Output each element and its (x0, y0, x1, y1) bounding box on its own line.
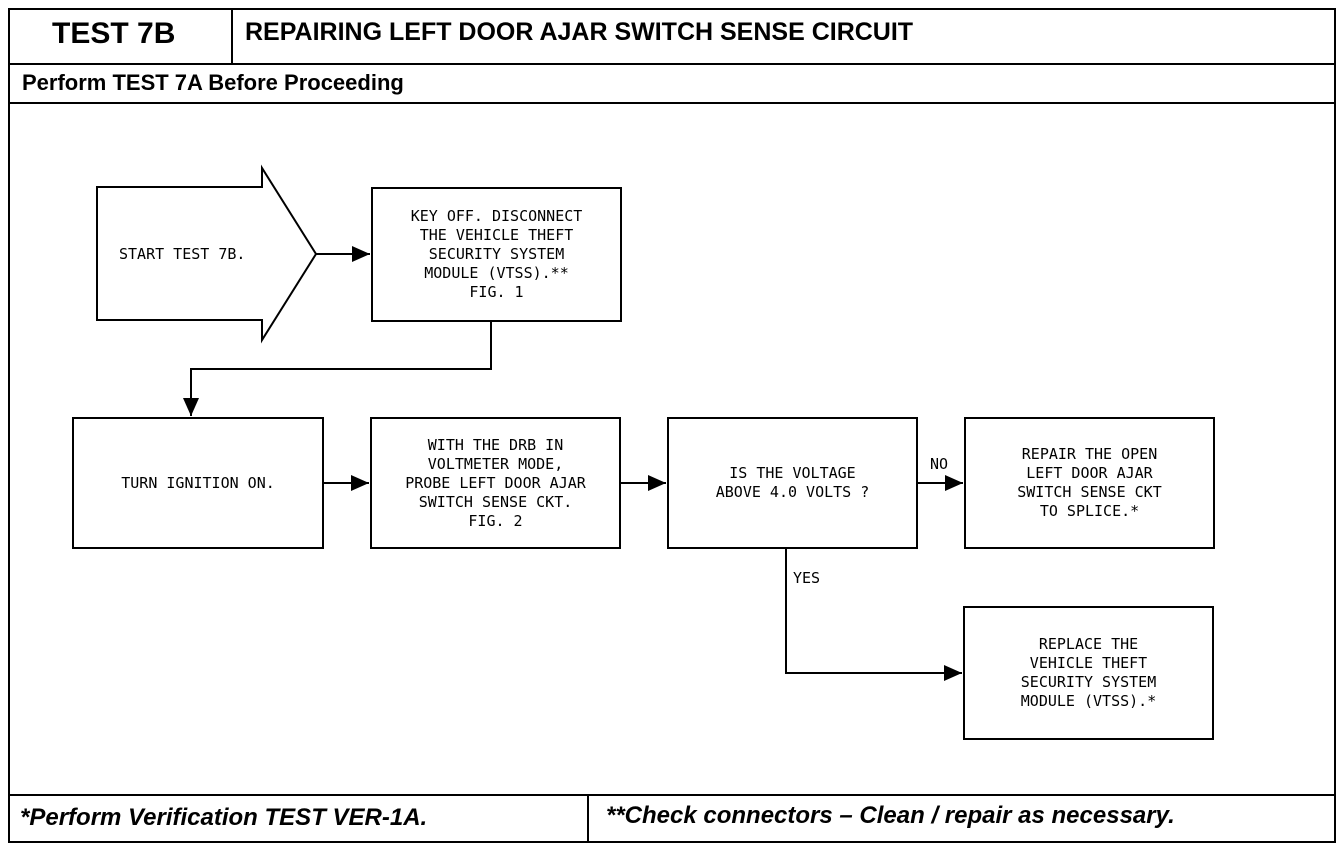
footer-top-line (8, 794, 1336, 796)
yes-branch-label: YES (793, 569, 821, 587)
header-divider (8, 63, 1336, 65)
prerequisite-note: Perform TEST 7A Before Proceeding (22, 70, 404, 95)
header-bottom-line (8, 102, 1336, 104)
step-ignition-on: TURN IGNITION ON. (72, 417, 324, 549)
no-branch-label: NO (930, 455, 949, 473)
test-id: TEST 7B (52, 17, 176, 50)
footer-note-connectors: **Check connectors – Clean / repair as n… (606, 802, 1175, 829)
footer-divider (587, 794, 589, 843)
page-frame (8, 8, 1336, 843)
start-arrow-shape (96, 164, 318, 344)
start-test-label: START TEST 7B. (119, 245, 246, 263)
footer-note-verification: *Perform Verification TEST VER-1A. (20, 804, 428, 831)
page-title: REPAIRING LEFT DOOR AJAR SWITCH SENSE CI… (245, 18, 914, 46)
